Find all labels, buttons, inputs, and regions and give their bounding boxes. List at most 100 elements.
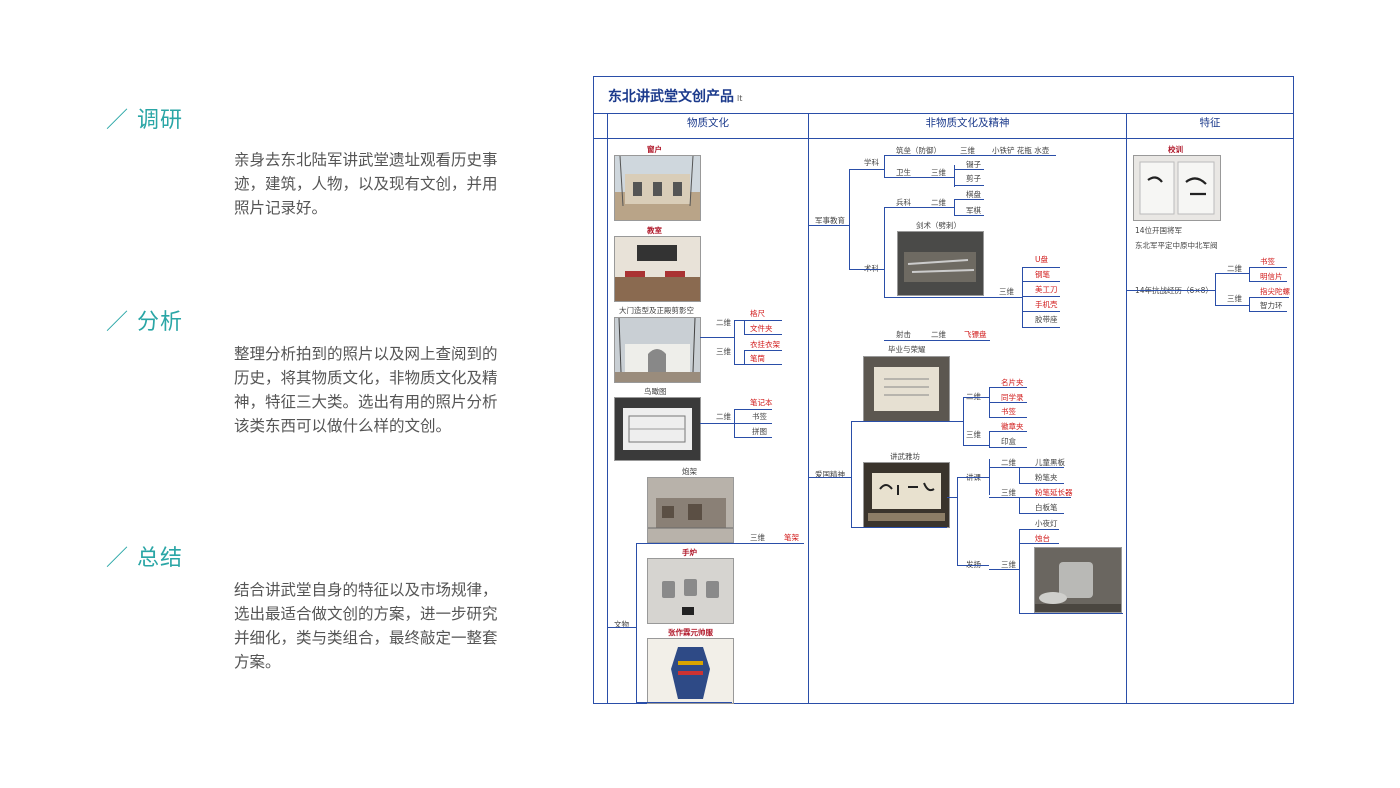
mindmap-node-label: 军棋 [966, 206, 981, 215]
connector-line [954, 169, 984, 170]
connector-line [744, 334, 782, 335]
stove-photo [647, 558, 734, 624]
window-photo [614, 155, 701, 221]
connector-line [851, 421, 852, 527]
connector-line [744, 364, 782, 365]
mindmap-node-label: 笔筒 [750, 354, 765, 363]
uniform-photo [647, 638, 734, 704]
connector-line [1022, 327, 1060, 328]
connector-line [957, 477, 989, 478]
mindmap-node-label: 笔记本 [750, 398, 773, 407]
connector-line [1022, 267, 1060, 268]
mindmap-node-label: 术科 [864, 264, 879, 273]
connector-line [1019, 529, 1020, 613]
connector-line [734, 364, 744, 365]
mindmap-node-label: 美工刀 [1035, 285, 1058, 294]
relic-image-icon [648, 559, 733, 623]
connector-line [744, 320, 782, 321]
connector-line [1249, 311, 1287, 312]
mindmap-node-label: 发扬 [966, 560, 981, 569]
connector-line [957, 565, 989, 566]
connector-line [744, 350, 745, 364]
mindmap-node-label: 粉笔延长器 [1035, 488, 1073, 497]
mindmap-node-label: 二维 [966, 392, 981, 401]
connector-line [1249, 267, 1287, 268]
mindmap-node-label: 筑垒（防御） [896, 146, 941, 155]
lamp-image-icon [1035, 548, 1121, 612]
mindmap-node-label: 名片夹 [1001, 378, 1024, 387]
slash-icon: ／ [106, 310, 130, 335]
lecture-hall-photo [863, 462, 950, 528]
connector-line [808, 113, 809, 703]
column-header-features: 特征 [1199, 117, 1221, 129]
mindmap-node-label: 飞镖盘 [964, 330, 987, 339]
section-title: ／总结 [106, 546, 184, 571]
connector-line [954, 215, 984, 216]
connector-line [809, 477, 851, 478]
mindmap-node-label: 14位开国将军 [1135, 226, 1183, 235]
sword-photo [897, 231, 984, 296]
mindmap-node-label: 三维 [999, 287, 1014, 296]
column-header-material: 物质文化 [687, 117, 729, 129]
connector-line [608, 627, 636, 628]
mindmap-node-label: 三维 [1001, 560, 1016, 569]
mindmap-node-label: 学科 [864, 158, 879, 167]
mindmap-node-label: 镊子 [966, 160, 981, 169]
classroom-photo [614, 236, 701, 302]
connector-line [734, 409, 772, 410]
connector-line [989, 569, 1019, 570]
connector-line [1019, 529, 1059, 530]
motto-photo [1133, 155, 1221, 221]
connector-line [1126, 113, 1127, 703]
connector-line [989, 387, 1027, 388]
connector-line [1019, 513, 1064, 514]
connector-line [734, 320, 735, 364]
connector-line [734, 423, 772, 424]
connector-line [884, 177, 954, 178]
classroom-image-icon [615, 237, 700, 301]
mindmap-node-label: 钢笔 [1035, 270, 1050, 279]
connector-line [1215, 305, 1249, 306]
connector-line [884, 207, 885, 297]
connector-line [734, 320, 744, 321]
connector-line [1019, 497, 1020, 513]
map-image-icon [615, 398, 700, 460]
connector-line [849, 169, 884, 170]
mindmap-node-label: 小夜灯 [1035, 519, 1058, 528]
connector-line [851, 527, 947, 528]
connector-line [989, 459, 990, 495]
section-body: 亲身去东北陆军讲武堂遗址观看历史事迹，建筑，人物，以及现有文创，并用照片记录好。 [234, 151, 498, 217]
mindmap-node-label: 炮架 [682, 467, 697, 476]
connector-line [1019, 483, 1064, 484]
connector-line [700, 423, 734, 424]
connector-line [954, 165, 955, 187]
mindmap-node-label: 射击 [896, 330, 911, 339]
mindmap-node-label: 书签 [752, 412, 767, 421]
connector-line [1022, 311, 1060, 312]
connector-line [1127, 290, 1215, 291]
mindmap-node-label: 棋盘 [966, 190, 981, 199]
mindmap-node-label: 白板笔 [1035, 503, 1058, 512]
connector-line [947, 497, 957, 498]
connector-line [954, 199, 955, 215]
calligraphy-image-icon [864, 463, 949, 527]
mindmap-node-label: 爱国精神 [815, 470, 845, 479]
mindmap-node-label: 拼图 [752, 427, 767, 436]
slash-icon: ／ [106, 546, 130, 571]
connector-line [636, 543, 804, 544]
mindmap-node-label: U盘 [1035, 255, 1048, 264]
mindmap-node-label: 格尺 [750, 309, 765, 318]
connector-line [963, 397, 989, 398]
mindmap-node-label: 三维 [750, 533, 765, 542]
mindmap-node-label: 剑术（劈刺） [916, 221, 961, 230]
mindmap-node-label: 三维 [966, 430, 981, 439]
mindmap-node-label: 二维 [931, 330, 946, 339]
connector-line [636, 702, 732, 703]
mindmap-node-label: 二维 [716, 318, 731, 327]
connector-line [989, 402, 1027, 403]
mindmap-node-label: 指尖陀螺 [1260, 287, 1290, 296]
connector-line [989, 431, 990, 447]
connector-line [1022, 267, 1023, 327]
connector-line [957, 477, 958, 565]
